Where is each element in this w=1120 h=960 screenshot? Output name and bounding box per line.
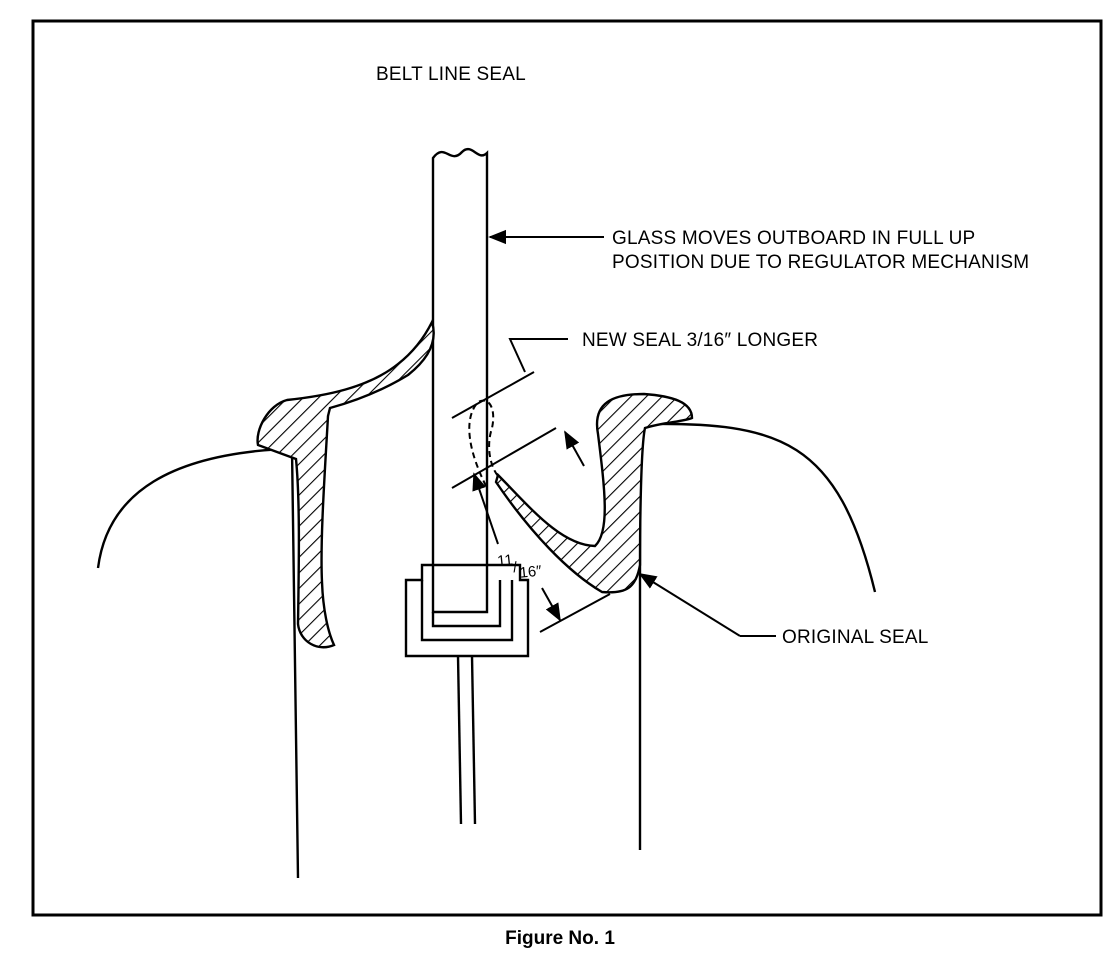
glass-movement-label-line1: GLASS MOVES OUTBOARD IN FULL UP xyxy=(612,228,975,249)
figure-frame xyxy=(31,19,1103,917)
original-seal xyxy=(494,392,694,594)
dimension-denominator: 16″ xyxy=(519,562,543,581)
figure-caption: Figure No. 1 xyxy=(505,928,615,949)
new-seal-leader xyxy=(508,338,568,373)
original-seal-label: ORIGINAL SEAL xyxy=(782,627,929,648)
dim-lower-tick xyxy=(539,593,611,633)
window-glass xyxy=(431,148,489,614)
new-seal-tick xyxy=(451,371,535,419)
dim-upper-arrow xyxy=(564,430,585,467)
dim-line-upper xyxy=(472,472,499,545)
dimension-slash: / xyxy=(512,559,519,576)
dim-line-lower xyxy=(541,587,561,622)
new-seal-extension xyxy=(468,399,499,487)
leader-lines xyxy=(451,229,776,637)
outer-belt-seal xyxy=(256,318,435,649)
right-door-panel xyxy=(638,422,877,593)
original-seal-leader-arrow xyxy=(638,573,741,637)
glass-movement-label-line2: POSITION DUE TO REGULATOR MECHANISM xyxy=(612,252,1029,273)
glass-channel xyxy=(404,563,530,825)
left-door-panel xyxy=(96,447,300,879)
dim-upper-tick xyxy=(451,427,557,489)
diagram-title: BELT LINE SEAL xyxy=(376,64,526,85)
dimension-numerator: 11 xyxy=(496,551,513,570)
new-seal-label: NEW SEAL 3/16″ LONGER xyxy=(582,330,818,351)
dimension-label: 11 / 16″ xyxy=(496,551,543,581)
